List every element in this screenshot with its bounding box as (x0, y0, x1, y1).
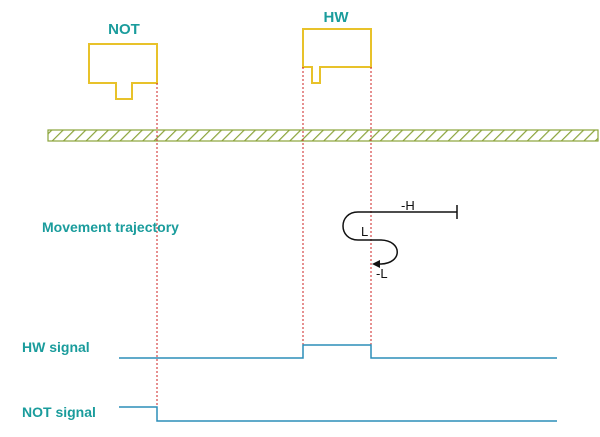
speed-high-neg-label: -H (401, 198, 415, 213)
not-switch-shape (88, 43, 158, 100)
hw-switch-label: HW (324, 9, 350, 26)
hatched-rail (47, 129, 599, 142)
not-signal-label: NOT signal (22, 404, 96, 420)
movement-trajectory-label: Movement trajectory (42, 219, 179, 235)
hw-signal-label: HW signal (22, 339, 90, 355)
hw-signal-waveform (119, 344, 557, 359)
not-signal-waveform (119, 406, 557, 422)
speed-low-neg-label: -L (376, 266, 388, 281)
not-switch-label: NOT (108, 21, 140, 38)
trajectory-high-speed-segment (342, 211, 457, 268)
hw-switch-shape (302, 28, 372, 84)
speed-low-label: L (361, 224, 368, 239)
